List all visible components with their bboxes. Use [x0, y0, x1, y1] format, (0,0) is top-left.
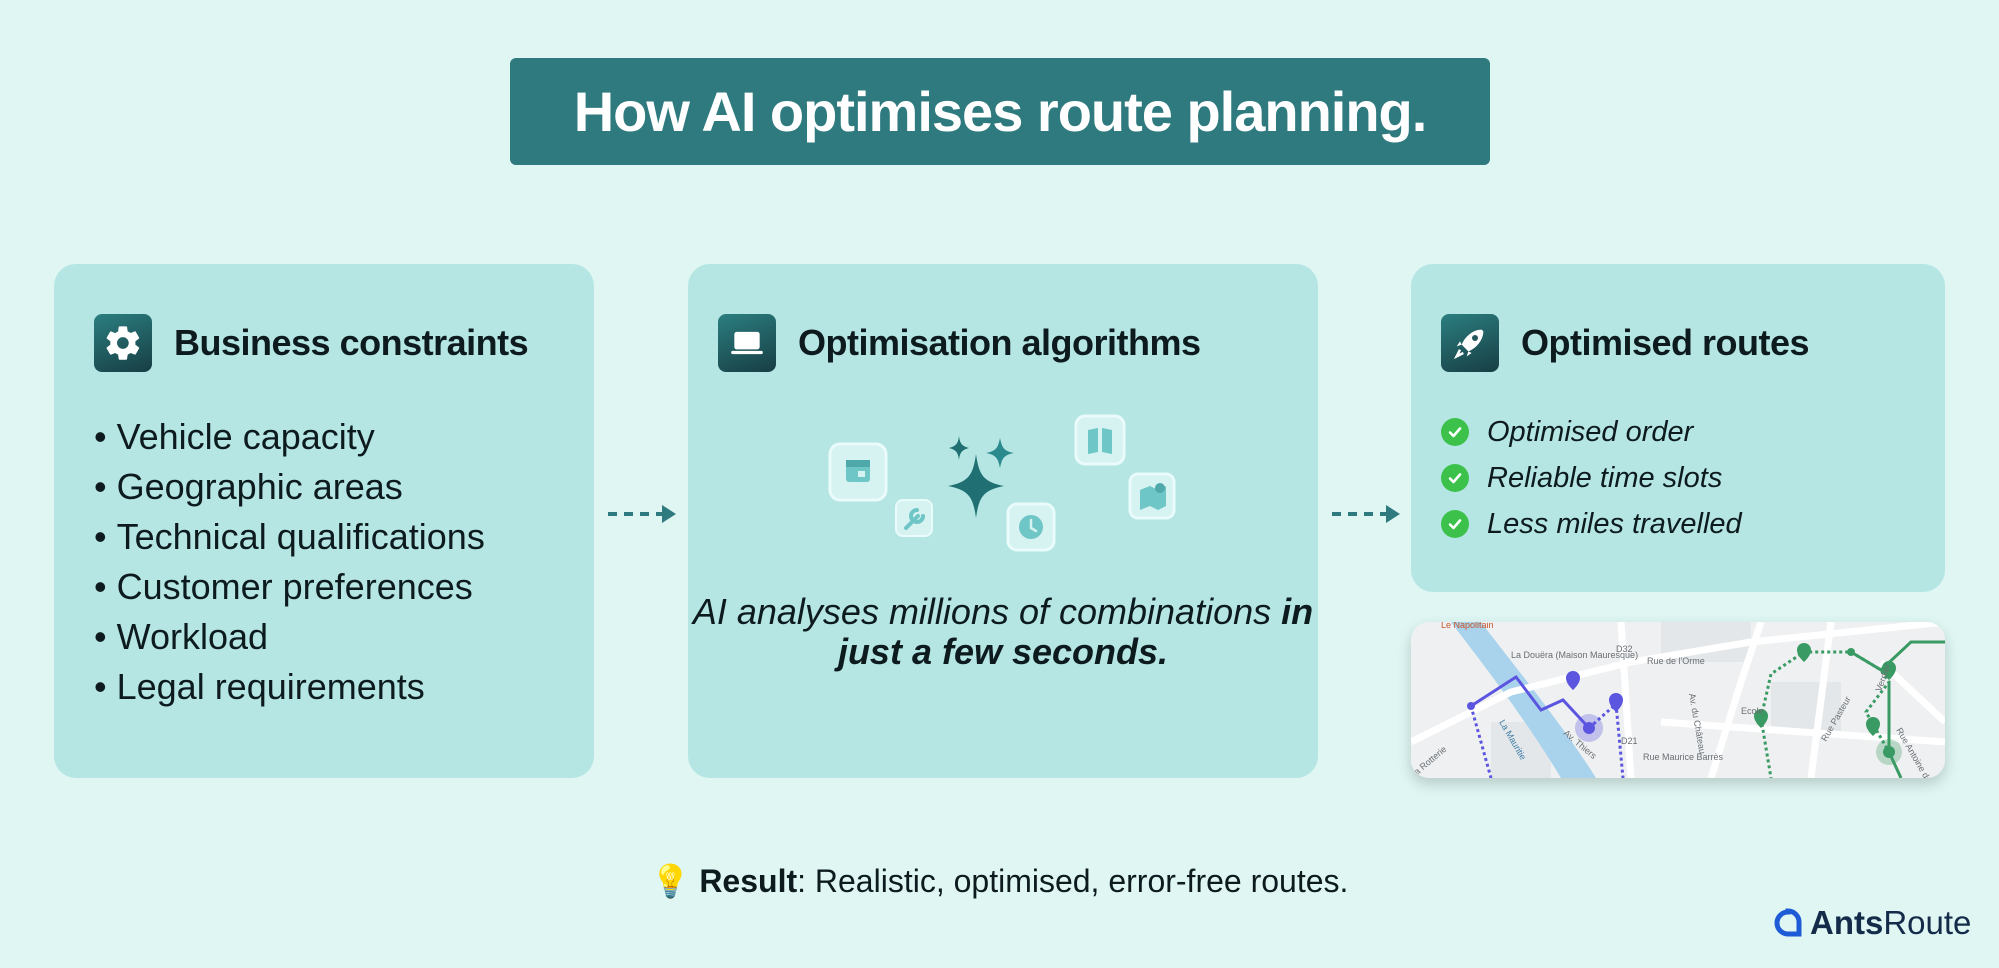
- list-item-label: Optimised order: [1487, 416, 1694, 448]
- list-item: Customer preferences: [94, 562, 485, 612]
- laptop-icon: [718, 314, 776, 372]
- map-label: Le Napolitain: [1441, 622, 1494, 630]
- result-label: Result: [699, 863, 798, 899]
- list-item: Optimised order: [1441, 409, 1742, 455]
- map-label: D32: [1616, 644, 1633, 654]
- map-label: Rue Maurice Barrès: [1643, 752, 1724, 762]
- title-banner: How AI optimises route planning.: [510, 58, 1490, 165]
- clock-icon: [1006, 502, 1056, 552]
- sparkles-icon: [948, 436, 1014, 518]
- card-optimisation-algorithms: Optimisation algorithms: [688, 264, 1318, 778]
- check-icon: [1441, 510, 1469, 538]
- brand-logo-icon: [1774, 908, 1802, 937]
- card-title: Business constraints: [174, 322, 529, 363]
- list-item: Geographic areas: [94, 462, 485, 512]
- arrow-right-icon: [608, 505, 676, 523]
- gear-icon: [94, 314, 152, 372]
- map-label: Rue de l'Orme: [1647, 656, 1705, 666]
- list-item: Legal requirements: [94, 662, 485, 712]
- map-pin-icon: [1128, 472, 1176, 520]
- card-title: Optimisation algorithms: [798, 322, 1201, 363]
- ai-illustration: [828, 414, 1176, 552]
- list-item: Vehicle capacity: [94, 412, 485, 462]
- list-item: Technical qualifications: [94, 512, 485, 562]
- brand-name: AntsRoute: [1810, 904, 1972, 941]
- routes-list: Optimised order Reliable time slots Less…: [1441, 409, 1742, 547]
- card-header: Optimisation algorithms: [718, 314, 1201, 372]
- map-label: La Douëra (Maison Mauresque): [1511, 650, 1638, 660]
- result-text: : Realistic, optimised, error-free route…: [797, 863, 1349, 899]
- card-optimised-routes: Optimised routes Optimised order Reliabl…: [1411, 264, 1945, 592]
- check-icon: [1441, 464, 1469, 492]
- map-canvas: Le Napolitain La Douëra (Maison Mauresqu…: [1411, 622, 1945, 778]
- check-icon: [1441, 418, 1469, 446]
- list-item: Less miles travelled: [1441, 501, 1742, 547]
- calendar-icon: [828, 442, 888, 502]
- brand-logo: AntsRoute: [1772, 904, 1971, 942]
- result-line: 💡 Result: Realistic, optimised, error-fr…: [0, 862, 1999, 900]
- map-label: D21: [1621, 736, 1638, 746]
- constraints-list: Vehicle capacity Geographic areas Techni…: [94, 412, 485, 712]
- page-title: How AI optimises route planning.: [573, 80, 1428, 143]
- list-item-label: Less miles travelled: [1487, 508, 1742, 540]
- rocket-icon: [1441, 314, 1499, 372]
- wrench-icon: [895, 499, 933, 537]
- list-item: Reliable time slots: [1441, 455, 1742, 501]
- card-header: Business constraints: [94, 314, 529, 372]
- description-emphasis: in just a few seconds.: [837, 591, 1314, 672]
- card-business-constraints: Business constraints Vehicle capacity Ge…: [54, 264, 594, 778]
- map-label: Ecole: [1741, 706, 1764, 716]
- lightbulb-icon: 💡: [650, 863, 691, 899]
- algorithms-description: AI analyses millions of combinations in …: [688, 592, 1318, 672]
- list-item: Workload: [94, 612, 485, 662]
- route-map: Le Napolitain La Douëra (Maison Mauresqu…: [1411, 622, 1945, 778]
- arrow-right-icon: [1332, 505, 1400, 523]
- list-item-label: Reliable time slots: [1487, 462, 1723, 494]
- card-title: Optimised routes: [1521, 322, 1810, 363]
- description-text: AI analyses millions of combinations: [692, 591, 1272, 632]
- book-icon: [1074, 414, 1126, 466]
- card-header: Optimised routes: [1441, 314, 1810, 372]
